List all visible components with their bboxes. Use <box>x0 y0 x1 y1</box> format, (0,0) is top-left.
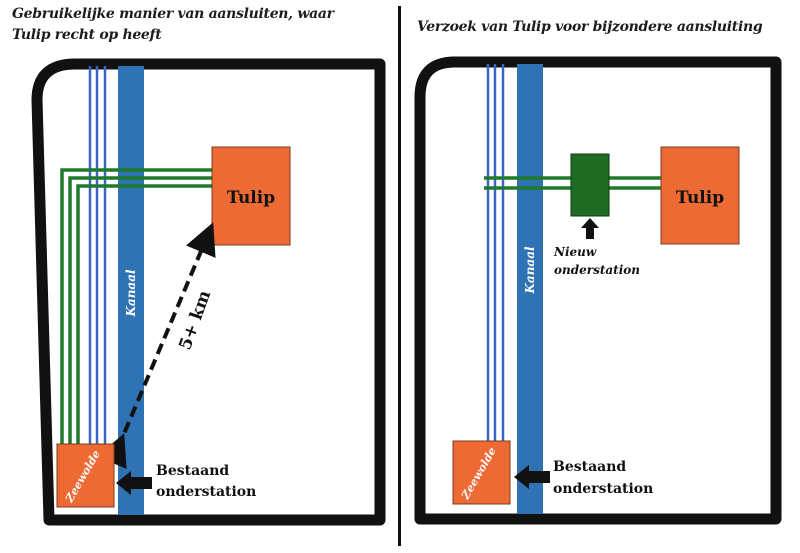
left-distance-arrow <box>97 222 216 469</box>
right-zeewolde-station <box>452 440 511 505</box>
right-panel: Kanaal Nieuw onderstation Tulip Zeewolde… <box>414 56 782 525</box>
left-station-pointer-icon <box>116 471 152 495</box>
left-zeewolde-station <box>56 443 115 508</box>
new-substation <box>570 153 610 217</box>
right-caption: Verzoek van Tulip voor bijzondere aanslu… <box>417 19 763 35</box>
panel-divider <box>398 6 401 546</box>
left-canal-label: Kanaal <box>124 269 138 317</box>
right-blue-power-lines <box>486 64 505 442</box>
new-substation-pointer-icon <box>581 218 599 239</box>
left-caption-line2: Tulip recht op heeft <box>12 27 162 43</box>
left-station-label-line2: onderstation <box>156 484 256 500</box>
left-caption: Gebruikelijke manier van aansluiten, waa… <box>12 4 334 46</box>
right-station-label-line1: Bestaand <box>553 459 626 475</box>
right-station-label-line2: onderstation <box>553 481 653 497</box>
new-substation-label-line1: Nieuw <box>553 245 597 259</box>
left-station-label-line1: Bestaand <box>156 463 229 479</box>
right-canal-label: Kanaal <box>523 246 537 294</box>
left-green-power-lines <box>60 168 212 445</box>
right-station-label: Bestaand onderstation <box>553 459 653 497</box>
right-tulip-label: Tulip <box>676 188 724 208</box>
left-station-label: Bestaand onderstation <box>156 463 256 500</box>
new-substation-label-line2: onderstation <box>554 263 640 277</box>
right-station-pointer-icon <box>514 465 550 489</box>
left-tulip-label: Tulip <box>227 188 275 208</box>
new-substation-label: Nieuw onderstation <box>553 245 640 277</box>
left-caption-line1: Gebruikelijke manier van aansluiten, waa… <box>12 6 334 22</box>
left-tulip-building <box>211 146 291 246</box>
right-canal <box>517 64 543 514</box>
right-tulip-building <box>660 146 740 245</box>
left-panel: Kanaal Tulip 5+ km Zeewolde Bestaand ond… <box>31 58 386 526</box>
